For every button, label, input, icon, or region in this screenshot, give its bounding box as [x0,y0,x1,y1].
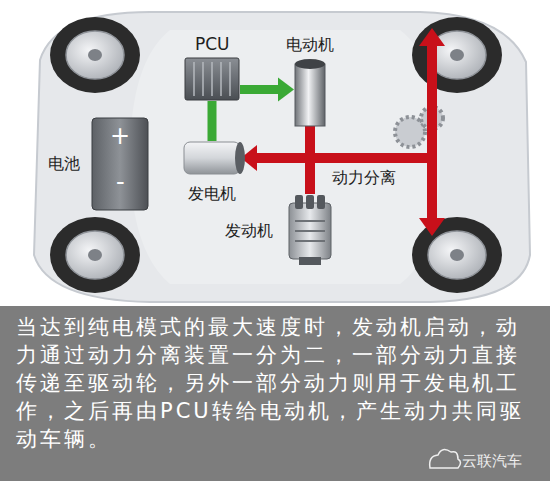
flow-arrow [212,101,213,141]
generator-cylinder-outline [184,142,240,174]
polarity-symbol: + [110,122,130,151]
engine-block-outline [285,195,335,267]
component-label: PCU [195,34,230,54]
generator-cylinder: 发电机 [184,142,240,174]
motor-cylinder: 电动机 [295,58,325,128]
caption-text: 当达到纯电模式的最大速度时，发动机启动，动力通过动力分离装置一分为二，一部分动力… [16,313,536,453]
pcu-box-outline [185,58,239,100]
wheel [412,217,502,293]
engine-block: 发动机 [285,195,335,267]
wheel [50,217,140,293]
battery-box: 电池+- [92,118,148,210]
flow-line [240,85,279,94]
motor-cylinder-outline [295,58,325,128]
polarity-symbol: - [116,168,125,197]
flow-line [208,101,217,141]
car-cabin [130,30,440,284]
car-body [34,12,530,302]
flow-line [256,158,310,194]
pcu-box: PCU [185,58,239,100]
component-label: 发电机 [188,184,236,203]
flow-arrow [241,145,310,194]
part-label: 动力分离 [332,168,396,189]
wheel [412,17,502,93]
component-label: 电动机 [286,35,334,54]
watermark-logo [430,450,461,468]
wheel [50,17,140,93]
arrowhead [278,78,294,102]
watermark: 云联汽车 [462,452,522,471]
component-label: 电池 [48,154,80,173]
component-label: 发动机 [225,221,273,240]
flow-arrow [240,78,294,102]
caption-band [0,306,550,481]
